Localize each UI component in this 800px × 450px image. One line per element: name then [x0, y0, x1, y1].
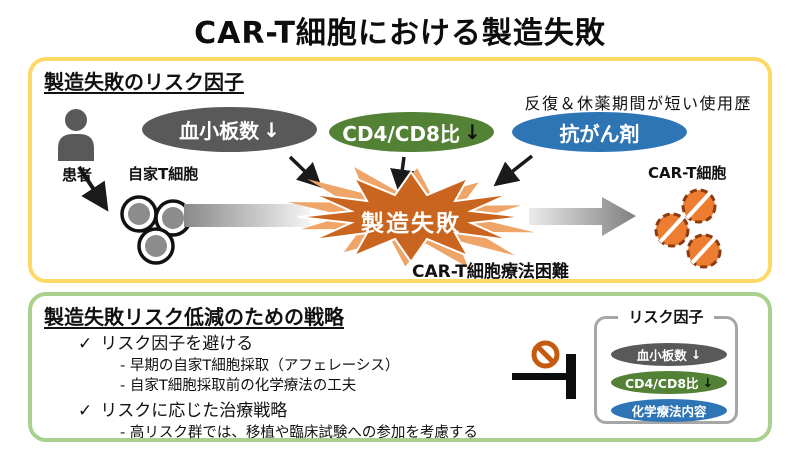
risk-box-title: リスク因子 [618, 306, 714, 327]
patient-icon [58, 109, 94, 161]
strategy-item-2: ✓ リスクに応じた治療戦略 [78, 396, 287, 421]
platelet-ellipse: 血小板数 ↓ [142, 107, 317, 152]
strategy-panel-heading: 製造失敗リスク低減のための戦略 [44, 305, 344, 329]
failure-label: 製造失敗 [361, 211, 461, 237]
strategy-item-1-sub-2: - 自家T細胞採取前の化学療法の工夫 [120, 378, 357, 394]
process-gradient-bar [184, 204, 310, 227]
strategy-item-1-sub-1: - 早期の自家T細胞採取（アフェレーシス） [120, 358, 400, 374]
to-cart-gradient-arrow [529, 197, 636, 236]
risk-diagram-graphics [58, 109, 722, 269]
cd4cd8-ellipse: CD4/CD8比 ↓ [329, 112, 494, 152]
page-title: CAR-T細胞における製造失敗 [194, 16, 606, 51]
cd4cd8-arrow [390, 156, 415, 194]
down-arrow-icon: ↓ [702, 375, 714, 390]
platelet-arrow [288, 155, 323, 188]
risk-box-cd4cd8-text: CD4/CD8比 [624, 376, 699, 391]
tcell-label: 自家T細胞 [128, 165, 199, 183]
risk-factors-panel: 製造失敗のリスク因子 患者 自家T細胞 反復＆休薬期間が短い使用歴 血小板数 ↓… [28, 57, 772, 283]
strategy-item-2-label: リスクに応じた治療戦略 [100, 401, 288, 421]
autologous-tcells-icon [120, 195, 192, 265]
prohibition-icon [531, 340, 560, 369]
risk-panel-heading: 製造失敗のリスク因子 [44, 70, 244, 94]
check-icon: ✓ [78, 334, 93, 354]
strategy-item-2-sub-1: - 高リスク群では、移植や臨床試験への参加を考慮する [120, 425, 478, 441]
down-arrow-icon: ↓ [263, 117, 280, 142]
anticancer-text: 抗がん剤 [559, 121, 640, 146]
strategy-item-1-label: リスク因子を避ける [100, 334, 254, 354]
strategy-item-1: ✓ リスク因子を避ける [78, 329, 253, 354]
risk-box-platelet-ellipse: 血小板数 ↓ [611, 343, 727, 366]
failure-starburst [287, 167, 535, 268]
anticancer-note: 反復＆休薬期間が短い使用歴 [524, 94, 752, 113]
cart-cells-icon [654, 188, 722, 269]
inhibition-tbar [566, 354, 576, 399]
risk-box-chemo-text: 化学療法内容 [631, 404, 707, 419]
inhibition-line [512, 373, 572, 380]
check-icon: ✓ [78, 401, 93, 421]
platelet-text: 血小板数 [179, 119, 260, 143]
down-arrow-icon: ↓ [463, 120, 481, 144]
risk-box-chemo-ellipse: 化学療法内容 [611, 399, 727, 422]
patient-label: 患者 [61, 166, 92, 184]
patient-to-cells-arrow [77, 165, 109, 212]
risk-box-platelet-text: 血小板数 [636, 348, 687, 363]
risk-box-cd4cd8-ellipse: CD4/CD8比 ↓ [611, 371, 727, 394]
cd4cd8-text: CD4/CD8比 [342, 121, 460, 146]
failure-caption: CAR-T細胞療法困難 [412, 262, 569, 282]
anticancer-arrow [493, 154, 534, 187]
risk-factor-box: リスク因子 血小板数 ↓ CD4/CD8比 ↓ 化学療法内容 [594, 306, 738, 424]
strategy-panel: 製造失敗リスク低減のための戦略 ✓ リスク因子を避ける - 早期の自家T細胞採取（… [28, 292, 772, 442]
anticancer-ellipse: 抗がん剤 [512, 112, 687, 152]
cart-label: CAR-T細胞 [648, 164, 727, 182]
down-arrow-icon: ↓ [690, 347, 702, 362]
